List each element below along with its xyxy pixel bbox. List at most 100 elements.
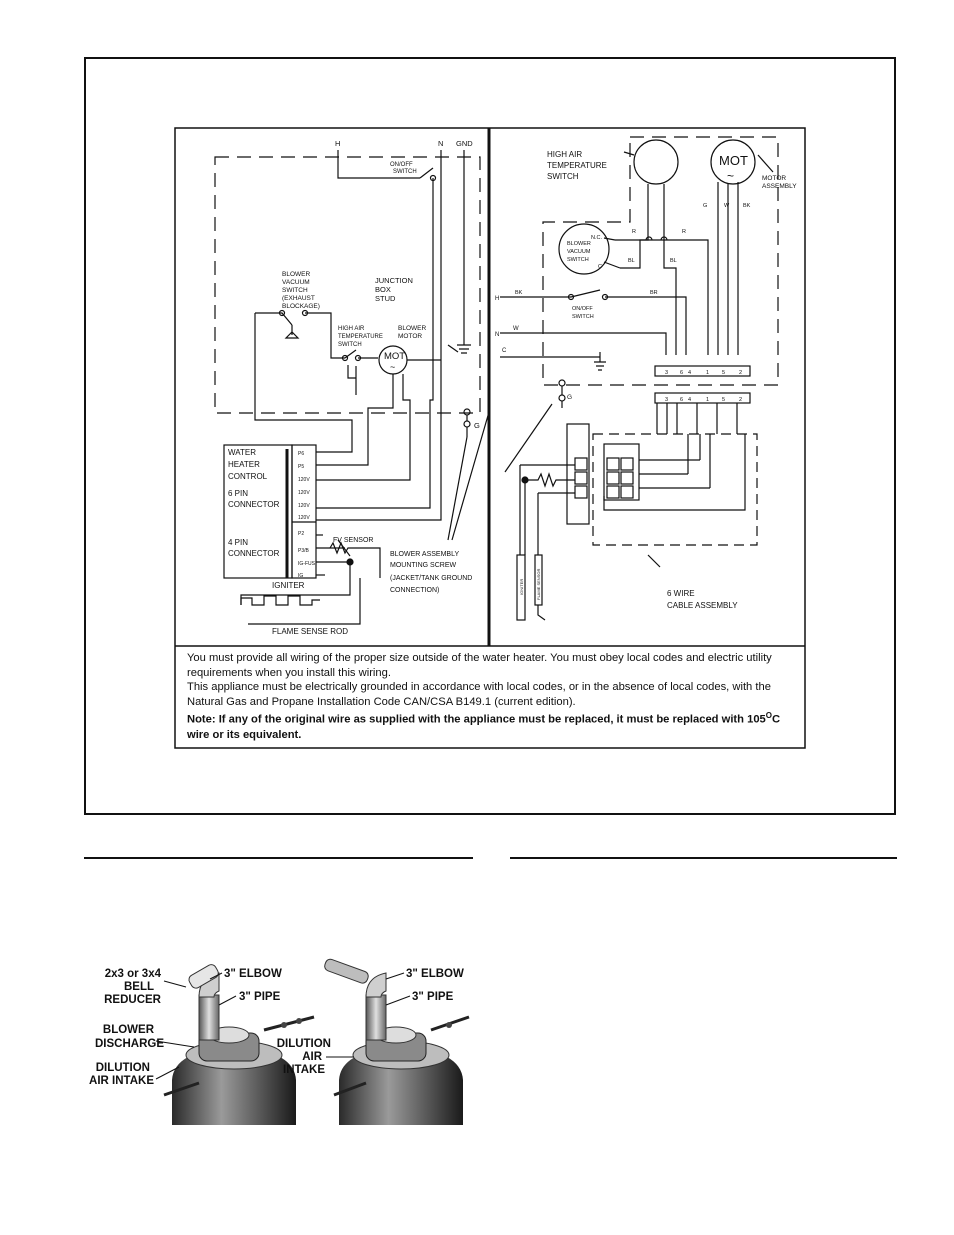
mot-right: MOT (719, 153, 748, 168)
svg-text:G: G (567, 394, 572, 401)
svg-text:FV SENSOR: FV SENSOR (333, 537, 373, 544)
fv-resistor (329, 541, 381, 578)
svg-text:DILUTION: DILUTION (96, 1062, 150, 1074)
svg-text:MOTOR: MOTOR (398, 333, 422, 340)
svg-text:P2: P2 (298, 531, 304, 537)
svg-text:3" PIPE: 3" PIPE (239, 991, 281, 1003)
svg-text:120V: 120V (298, 477, 310, 483)
svg-text:BLOCKAGE): BLOCKAGE) (282, 303, 320, 310)
svg-text:BL: BL (628, 258, 635, 264)
svg-text:P6: P6 (298, 451, 304, 457)
svg-text:IGNITER: IGNITER (519, 579, 524, 595)
svg-text:ON/OFF: ON/OFF (390, 162, 413, 168)
note-line-2: This appliance must be electrically grou… (187, 681, 771, 708)
svg-text:2: 2 (739, 370, 742, 376)
svg-text:W: W (724, 203, 730, 209)
svg-text:P3/B: P3/B (298, 548, 310, 554)
svg-text:DILUTION: DILUTION (277, 1038, 331, 1050)
venting-illustration: 2x3 or 3x4 BELL REDUCER BLOWER DISCHARGE… (89, 958, 470, 1125)
svg-text:(EXHAUST: (EXHAUST (282, 295, 315, 302)
bvs-wires (255, 312, 345, 359)
igniter-element (240, 595, 320, 606)
svg-text:ON/OFF: ON/OFF (572, 306, 593, 312)
svg-text:IG-FUS: IG-FUS (298, 561, 316, 567)
svg-text:4: 4 (688, 397, 691, 403)
svg-text:(JACKET/TANK GROUND: (JACKET/TANK GROUND (390, 575, 472, 582)
gnd-label: GND (456, 139, 473, 148)
svg-text:~: ~ (390, 362, 395, 372)
onoff-switch-left (419, 167, 434, 179)
svg-text:6: 6 (680, 397, 683, 403)
svg-text:3: 3 (665, 370, 668, 376)
svg-text:DISCHARGE: DISCHARGE (95, 1038, 164, 1050)
svg-text:6 WIRE: 6 WIRE (667, 589, 695, 598)
svg-text:JUNCTION: JUNCTION (375, 276, 413, 285)
connector-block (291, 444, 317, 579)
cable-assembly-outline (592, 433, 758, 546)
svg-text:4: 4 (688, 370, 691, 376)
svg-text:BOX: BOX (375, 285, 391, 294)
svg-text:2x3 or 3x4: 2x3 or 3x4 (105, 968, 162, 980)
svg-text:BLOWER: BLOWER (567, 241, 591, 247)
svg-text:SWITCH: SWITCH (567, 257, 589, 263)
svg-text:120V: 120V (298, 503, 310, 509)
wiring-diagram-frame (84, 57, 896, 815)
svg-text:P5: P5 (298, 464, 304, 470)
svg-text:FLAME SENSOR: FLAME SENSOR (536, 569, 541, 600)
svg-text:HEATER: HEATER (228, 460, 260, 469)
svg-text:SWITCH: SWITCH (547, 172, 579, 181)
svg-text:BK: BK (743, 203, 751, 209)
svg-text:BLOWER: BLOWER (103, 1024, 155, 1036)
svg-text:SWITCH: SWITCH (572, 314, 594, 320)
svg-text:BK: BK (515, 290, 523, 296)
svg-text:CONTROL: CONTROL (228, 472, 268, 481)
right-heater-image (324, 958, 470, 1125)
bvs-circle (558, 223, 610, 275)
svg-text:BLOWER ASSEMBLY: BLOWER ASSEMBLY (390, 551, 459, 558)
svg-text:AIR: AIR (302, 1051, 323, 1063)
svg-text:FLAME SENSE ROD: FLAME SENSE ROD (272, 627, 348, 636)
svg-text:VACUUM: VACUUM (567, 249, 591, 255)
wiring-notes: You must provide all wiring of the prope… (187, 651, 799, 742)
svg-text:WATER: WATER (228, 448, 256, 457)
section-rule-right (510, 857, 897, 859)
svg-text:SWITCH: SWITCH (338, 342, 362, 348)
svg-text:SWITCH: SWITCH (393, 169, 417, 175)
svg-text:HIGH AIR: HIGH AIR (547, 150, 582, 159)
svg-text:HIGH AIR: HIGH AIR (338, 326, 365, 332)
left-heater-image (163, 964, 315, 1125)
svg-text:BELL: BELL (124, 981, 154, 993)
svg-text:3" ELBOW: 3" ELBOW (406, 968, 464, 980)
mot-left: MOT (384, 351, 405, 362)
svg-text:3: 3 (665, 397, 668, 403)
left-labels: H N GND ON/OFF SWITCH BLOWER VACUUM SWIT… (228, 139, 480, 636)
svg-text:R: R (682, 229, 686, 235)
onoff-to-down (316, 178, 434, 509)
svg-text:BL: BL (670, 258, 677, 264)
svg-text:H: H (495, 296, 499, 302)
n-wire (316, 150, 442, 521)
svg-text:BLOWER: BLOWER (282, 271, 310, 278)
junction-box-outline (214, 156, 481, 414)
motor-circle-right (710, 139, 756, 185)
svg-text:CONNECTION): CONNECTION) (390, 587, 439, 594)
note-line-3: Note: If any of the original wire as sup… (187, 711, 781, 741)
svg-text:3" ELBOW: 3" ELBOW (224, 968, 282, 980)
svg-text:C: C (598, 264, 602, 270)
svg-text:5: 5 (722, 397, 725, 403)
svg-text:6 PIN: 6 PIN (228, 489, 248, 498)
svg-text:ASSEMBLY: ASSEMBLY (762, 183, 797, 190)
left-schematic (214, 150, 490, 625)
svg-text:N: N (495, 332, 499, 338)
terminal-strip-top (654, 365, 751, 377)
svg-text:2: 2 (739, 397, 742, 403)
svg-text:IGNITER: IGNITER (272, 581, 305, 590)
left-heater-labels: 2x3 or 3x4 BELL REDUCER BLOWER DISCHARGE… (89, 968, 164, 1087)
svg-text:N.C.: N.C. (591, 235, 602, 241)
right-schematic (500, 136, 779, 621)
section-rule-left (84, 857, 473, 859)
svg-text:REDUCER: REDUCER (104, 994, 162, 1006)
svg-text:CONNECTOR: CONNECTOR (228, 500, 280, 509)
svg-text:1: 1 (706, 397, 709, 403)
